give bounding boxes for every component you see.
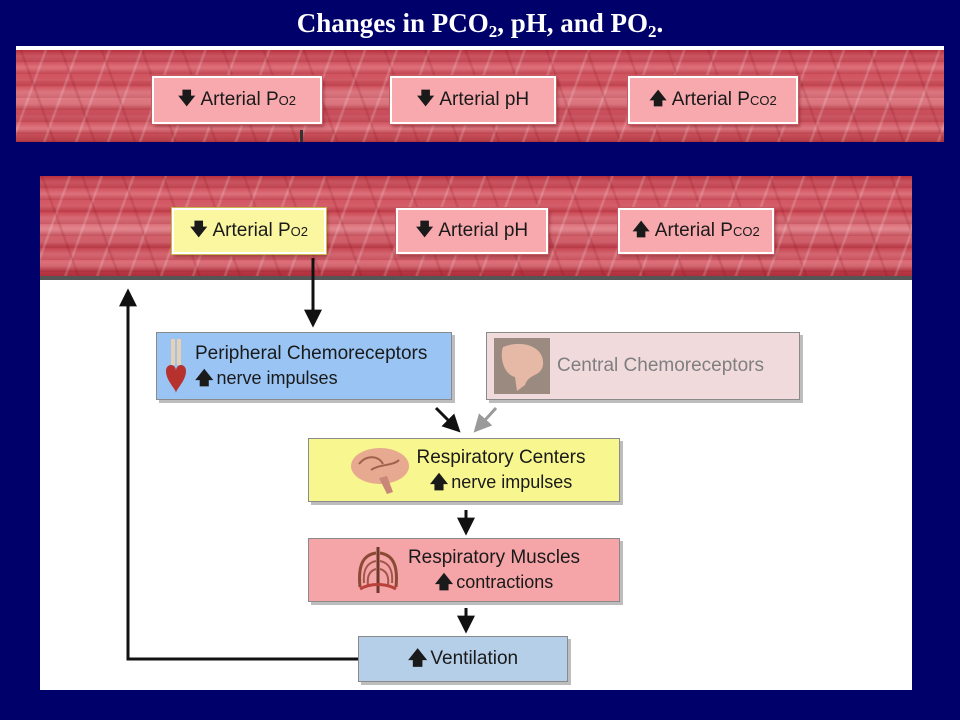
strip-arrow-stub	[300, 130, 303, 142]
central-title: Central Chemoreceptors	[557, 355, 764, 376]
resp-centers-text: Respiratory Centers 🡅nerve impulses	[417, 446, 586, 494]
ventilation-text: 🡅Ventilation	[408, 647, 518, 671]
resp-muscles-title: Respiratory Muscles	[407, 547, 581, 568]
peripheral-text: Peripheral Chemoreceptors 🡅nerve impulse…	[195, 342, 427, 390]
respiratory-muscles-box: Respiratory Muscles 🡅contractions	[308, 538, 620, 602]
down-arrow-icon: 🡇	[178, 88, 196, 108]
slide-title: Changes in PCO2, pH, and PO2.	[0, 8, 960, 42]
strip-label: Arterial pH	[439, 89, 530, 110]
respiratory-centers-box: Respiratory Centers 🡅nerve impulses	[308, 438, 620, 502]
strip-label: Arterial P	[671, 89, 750, 110]
strip-label: Arterial P	[200, 89, 279, 110]
central-chemoreceptors-box: Central Chemoreceptors	[486, 332, 800, 400]
heart-arteries-icon	[166, 339, 186, 393]
strip-subscript: CO2	[749, 92, 777, 108]
title-text-2: , pH, and PO	[497, 8, 649, 38]
resp-muscles-detail-text: contractions	[456, 572, 554, 592]
title-text-3: .	[656, 8, 664, 38]
resp-muscles-text: Respiratory Muscles 🡅contractions	[408, 546, 580, 594]
title-text-1: Changes in PCO	[296, 8, 489, 38]
brainstem-icon	[494, 338, 550, 394]
ventilation-label: 🡅Ventilation	[408, 647, 518, 671]
arrow-feedback-loop	[119, 288, 358, 661]
peripheral-title: Peripheral Chemoreceptors	[195, 343, 428, 364]
down-arrow-icon: 🡇	[415, 219, 434, 239]
central-text: Central Chemoreceptors	[557, 354, 764, 378]
arrow-central-to-centers	[473, 406, 498, 433]
strip-subscript: O2	[278, 92, 296, 108]
ventilation-title: Ventilation	[430, 648, 519, 669]
vessel-label: Arterial P	[654, 220, 733, 241]
rib-cage-icon	[357, 547, 398, 593]
vessel-arterial-ph: 🡇Arterial pH	[395, 207, 549, 255]
vessel-subscript: CO2	[732, 223, 760, 239]
brain-icon	[350, 448, 409, 494]
up-arrow-icon: 🡅	[649, 88, 667, 108]
peripheral-chemoreceptors-box: Peripheral Chemoreceptors 🡅nerve impulse…	[156, 332, 452, 400]
flow-arrows	[119, 258, 498, 661]
up-arrow-icon: 🡅	[632, 219, 650, 239]
peripheral-detail-text: nerve impulses	[216, 368, 338, 388]
up-arrow-icon: 🡅	[434, 572, 454, 592]
arrow-peripheral-to-centers	[434, 406, 461, 433]
resp-centers-detail-text: nerve impulses	[451, 472, 573, 492]
up-arrow-icon: 🡅	[429, 472, 449, 492]
resp-centers-title: Respiratory Centers	[416, 447, 586, 468]
up-arrow-icon: 🡅	[407, 648, 428, 669]
peripheral-detail: 🡅nerve impulses	[195, 366, 338, 390]
up-arrow-icon: 🡅	[195, 368, 214, 388]
vessel-label: Arterial P	[212, 220, 291, 241]
down-arrow-icon: 🡇	[190, 219, 208, 239]
resp-centers-detail: 🡅nerve impulses	[430, 470, 573, 494]
down-arrow-icon: 🡇	[416, 88, 435, 108]
title-subscript-1: 2	[488, 22, 498, 41]
title-subscript-2: 2	[648, 22, 657, 41]
strip-arterial-ph: 🡇Arterial pH	[389, 75, 557, 125]
ventilation-box: 🡅Ventilation	[358, 636, 568, 682]
vessel-label: Arterial pH	[438, 220, 529, 241]
vessel-subscript: O2	[290, 223, 308, 239]
resp-muscles-detail: 🡅contractions	[435, 570, 554, 594]
